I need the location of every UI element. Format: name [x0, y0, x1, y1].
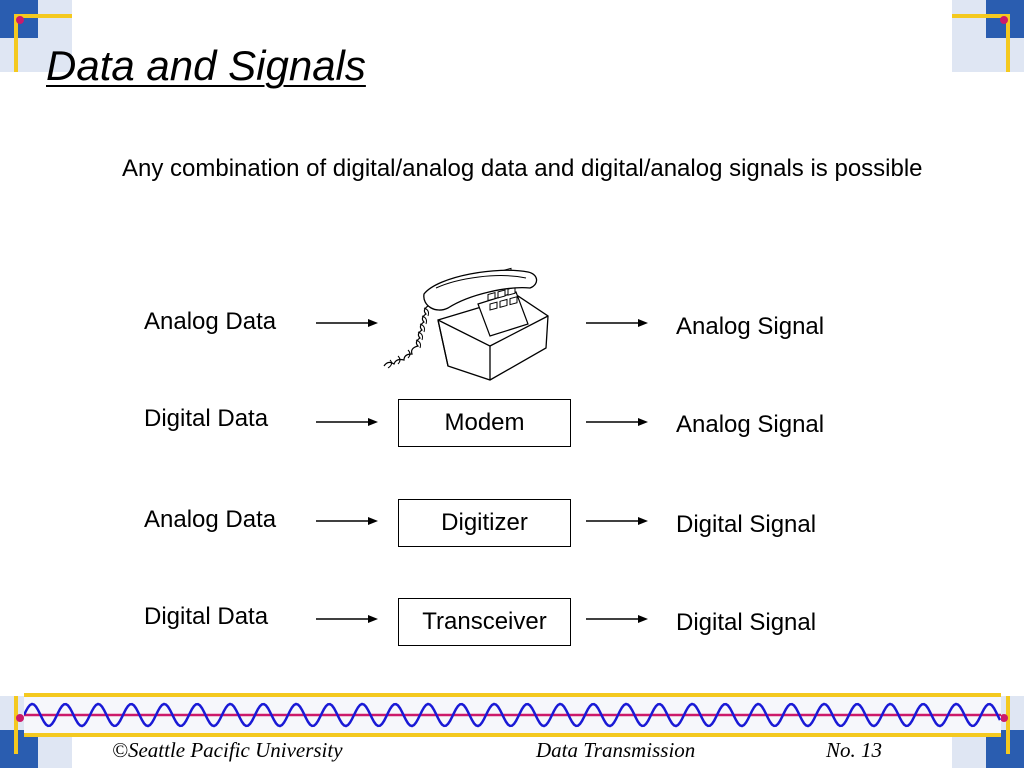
- row-2-output-label: Analog Signal: [676, 411, 825, 438]
- row-3-input-label: Analog Data: [144, 506, 277, 533]
- row-1-output-label: Analog Signal: [676, 313, 825, 340]
- row-4-output-arrow: [586, 615, 648, 623]
- modem-box: Modem: [398, 399, 571, 447]
- row-4-output-label: Digital Signal: [676, 609, 817, 636]
- row-2-input-arrow: [316, 418, 378, 426]
- row-3-output-arrow: [586, 517, 648, 525]
- row-2-output-arrow: [586, 418, 648, 426]
- row-3-input-arrow: [316, 517, 378, 525]
- row-1-output-arrow: [586, 319, 648, 327]
- footer-copyright: ©Seattle Pacific University: [112, 738, 343, 762]
- row-1-input-arrow: [316, 319, 378, 327]
- corner-ornament-top-left: [0, 0, 72, 72]
- row-4-input-arrow: [316, 615, 378, 623]
- intro-text: Any combination of digital/analog data a…: [122, 155, 923, 182]
- digitizer-label: Digitizer: [441, 509, 528, 536]
- footer-wave-band: [24, 693, 1001, 737]
- footer-course-title: Data Transmission: [536, 738, 696, 762]
- transceiver-label: Transceiver: [422, 608, 547, 635]
- slide-title: Data and Signals: [46, 42, 366, 89]
- row-4-input-label: Digital Data: [144, 603, 269, 630]
- digitizer-box: Digitizer: [398, 499, 571, 547]
- row-2-input-label: Digital Data: [144, 405, 269, 432]
- telephone-icon: [383, 267, 549, 381]
- row-1-input-label: Analog Data: [144, 308, 277, 335]
- footer-slide-number: No. 13: [826, 738, 883, 762]
- corner-ornament-top-right: [952, 0, 1024, 72]
- modem-label: Modem: [444, 409, 525, 436]
- row-3-output-label: Digital Signal: [676, 511, 817, 538]
- transceiver-box: Transceiver: [398, 598, 571, 646]
